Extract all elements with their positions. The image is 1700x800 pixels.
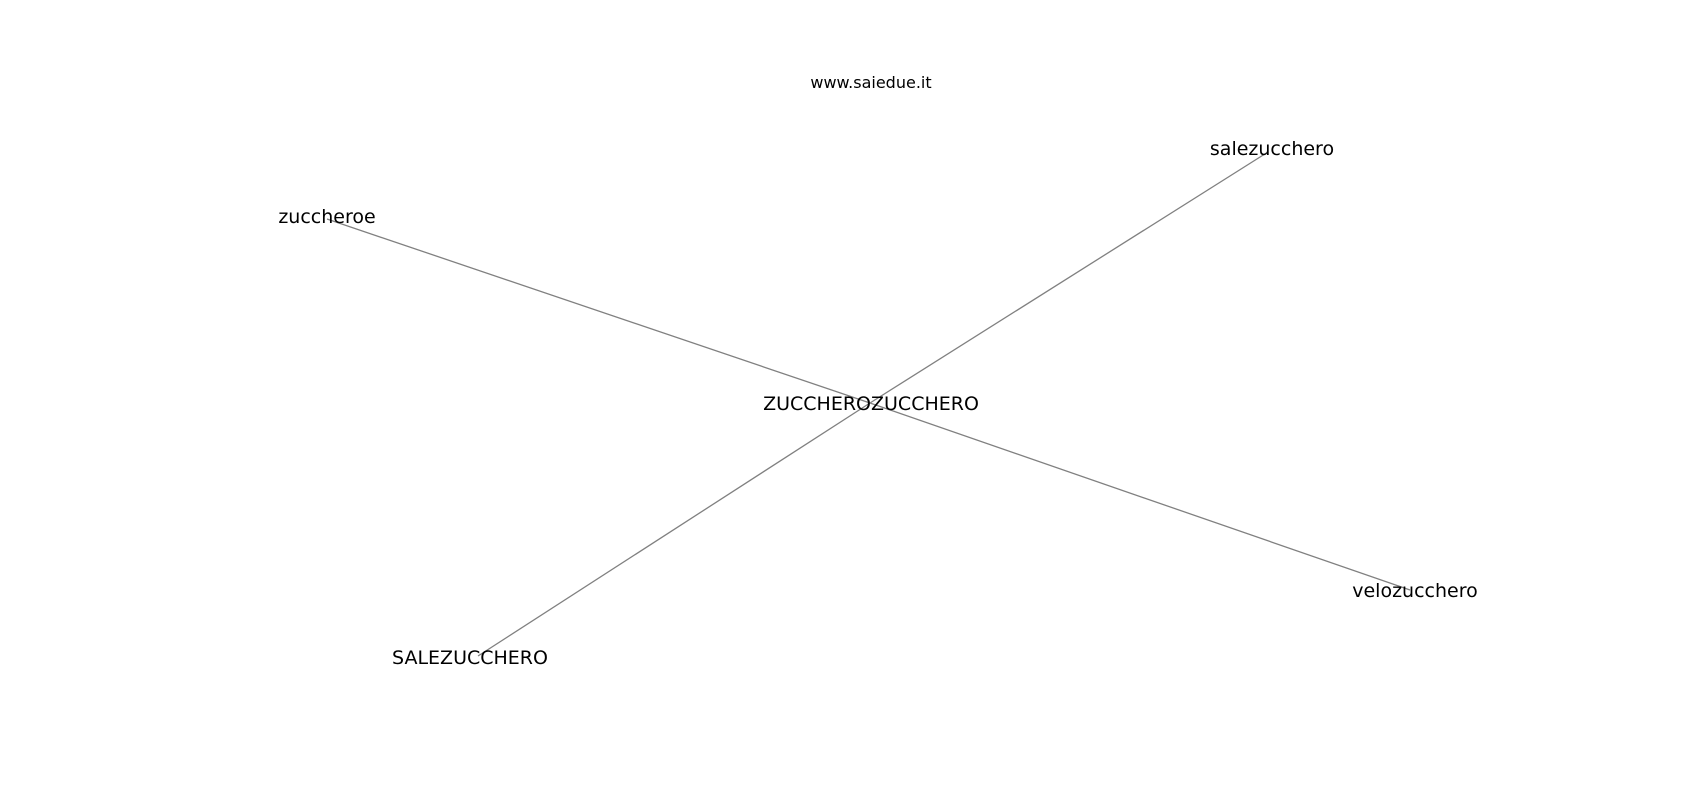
node-label-zuccheroe: zuccheroe <box>278 206 375 228</box>
edge-center-velozucchero <box>869 402 1411 591</box>
edge-center-SALEZUCCHERO <box>477 402 871 657</box>
site-caption: www.saiedue.it <box>810 73 931 92</box>
edge-center-zuccheroe <box>326 218 871 404</box>
edge-center-salezucchero <box>869 151 1269 404</box>
node-labels-group: ZUCCHEROZUCCHERO salezucchero zuccheroe … <box>278 138 1477 669</box>
node-label-velozucchero: velozucchero <box>1352 580 1478 602</box>
node-label-SALEZUCCHERO: SALEZUCCHERO <box>392 647 548 669</box>
edges-group <box>326 151 1411 657</box>
node-label-center: ZUCCHEROZUCCHERO <box>763 393 979 415</box>
node-label-salezucchero: salezucchero <box>1210 138 1334 160</box>
